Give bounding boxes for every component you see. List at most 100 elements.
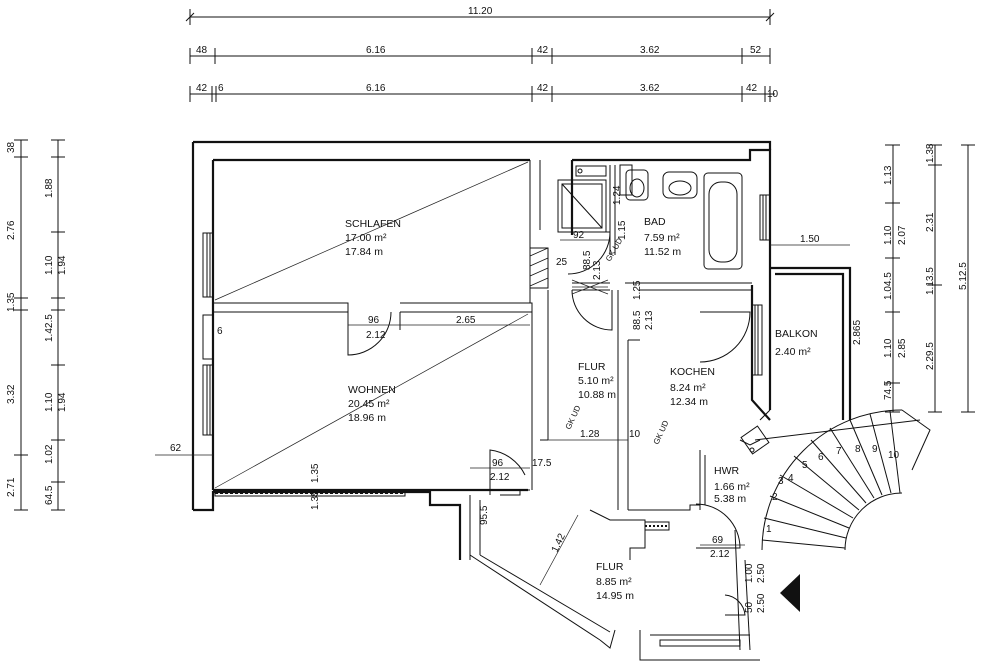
dim-right-285: 2.85 (897, 338, 908, 358)
dim-left-62: 62 (170, 443, 182, 454)
dim-left-38: 38 (6, 141, 17, 153)
room-area: 1.66 m² (714, 481, 750, 493)
room-schlafen: SCHLAFEN 17.00 m² 17.84 m (345, 218, 401, 258)
outer-walls (191, 140, 852, 560)
dim-bad-25: 25 (556, 257, 568, 268)
stair-step: 5 (802, 460, 808, 471)
stair-step: 8 (855, 444, 861, 455)
dim-door-entry-h: 2.12 (490, 472, 510, 483)
dim-diag-142: 1.42 (550, 532, 568, 555)
top-dimensions (185, 9, 775, 102)
dim-wohnen-6: 6 (217, 326, 223, 337)
dim-top-616: 6.16 (366, 45, 386, 56)
dim-top-48: 48 (196, 45, 208, 56)
dim-hwr-door-h: 2.12 (710, 549, 730, 560)
right-dim-labels: 1.13 1.38 1.10 2.07 2.31 1.04.5 1.13.5 5… (852, 143, 969, 400)
dim-flur-128: 1.28 (580, 429, 600, 440)
dim-top-42: 42 (537, 45, 549, 56)
room-name: BAD (644, 216, 666, 228)
dim-right-110a: 1.10 (883, 225, 894, 245)
room-area: 17.00 m² (345, 232, 387, 244)
dim-hwr-door: 69 (712, 535, 724, 546)
dim-left-276: 2.76 (6, 220, 17, 240)
dim-left-110a: 1.10 (44, 255, 55, 275)
stair-step: 7 (836, 446, 842, 457)
dim-right-2865: 2.865 (852, 320, 863, 345)
dim-stair-50: 50 (744, 601, 755, 613)
dim-left-645: 64.5 (44, 485, 55, 505)
dim-left-332: 3.32 (6, 384, 17, 404)
door-swings (347, 231, 751, 616)
room-perimeter: 18.96 m (348, 412, 386, 424)
interior-walls (213, 160, 771, 661)
dim-left-194b: 1.94 (57, 392, 68, 412)
dim-door-flur: 88.5 (582, 250, 593, 270)
dim-top-52: 52 (750, 45, 762, 56)
dim-door-flur-h: 2.13 (592, 260, 603, 280)
room-area: 5.10 m² (578, 375, 614, 387)
threshold-marks (571, 279, 609, 295)
washbasin (662, 171, 698, 199)
room-area: 7.59 m² (644, 232, 680, 244)
dim-right-110b: 1.10 (883, 338, 894, 358)
stair-step-numbers: 1 2 3 4 5 6 7 8 9 10 (766, 444, 900, 535)
dim-door-kochen-h: 2.13 (644, 310, 655, 330)
dim-stair-250: 2.50 (756, 563, 767, 583)
wall-type-labels: GK UD GK UD GK UD (564, 236, 671, 445)
dim-left-188: 1.88 (44, 178, 55, 198)
dim-stair-100: 1.00 (744, 563, 755, 583)
dim-entry-955: 95.5 (479, 505, 490, 525)
dim-right-2295: 2.29.5 (925, 342, 936, 370)
bathtub (703, 172, 743, 270)
room-name: FLUR (596, 561, 624, 573)
room-name: KOCHEN (670, 366, 715, 378)
room-perimeter: 11.52 m (644, 246, 681, 258)
room-name: WOHNEN (348, 384, 396, 396)
dim-flur-10: 10 (629, 429, 641, 440)
room-perimeter: 14.95 m (596, 590, 634, 602)
dim-left-135: 1.35 (6, 292, 17, 312)
stair-step: 4 (788, 473, 794, 484)
dim-right-1045: 1.04.5 (883, 272, 894, 300)
room-perimeter: 10.88 m (578, 389, 616, 401)
dim-bad-115: 1.15 (617, 220, 628, 240)
room-perimeter: 5.38 m (714, 493, 746, 505)
dim-sill-135b: 1.35 (310, 490, 321, 510)
room-bad: BAD 7.59 m² 11.52 m (644, 216, 681, 258)
room-name: FLUR (578, 361, 606, 373)
dim-left-102: 1.02 (44, 444, 55, 464)
room-name: SCHLAFEN (345, 218, 401, 230)
windows (202, 164, 771, 436)
dim-r3-616: 6.16 (366, 83, 386, 94)
dim-left-194a: 1.94 (57, 255, 68, 275)
left-dim-labels: 38 1.88 2.76 1.10 1.94 1.35 1.42.5 3.32 … (6, 141, 68, 505)
room-balkon: BALKON 2.40 m² (775, 328, 818, 358)
toilet (625, 169, 649, 201)
room-diagonals (214, 161, 529, 489)
room-flur-entry: FLUR 8.85 m² 14.95 m (596, 561, 634, 602)
dim-stair-250b: 2.50 (756, 593, 767, 613)
dim-r3-42b: 42 (537, 83, 549, 94)
dim-left-1425: 1.42.5 (44, 314, 55, 342)
stair-step: 10 (888, 450, 900, 461)
gk-label: GK UD (652, 419, 671, 446)
dim-r3-362: 3.62 (640, 83, 660, 94)
room-name: HWR (714, 465, 739, 477)
stair-step: 6 (818, 452, 824, 463)
dim-right-207: 2.07 (897, 225, 908, 245)
gk-label: GK UD (564, 404, 583, 431)
room-wohnen: WOHNEN 20.45 m² 18.96 m (348, 384, 396, 424)
window-sills (214, 247, 741, 647)
left-dimensions (14, 139, 65, 511)
dim-r3-42c: 42 (746, 83, 758, 94)
dim-door-bad: 92 (573, 230, 585, 241)
dim-right-745: 74.5 (883, 380, 894, 400)
dim-entry-175: 17.5 (532, 458, 552, 469)
inner-dimensions: 96 2.12 2.65 6 92 1.15 1.24 25 88.5 2.13… (155, 185, 850, 613)
dim-top-362: 3.62 (640, 45, 660, 56)
dim-r3-42a: 42 (196, 83, 208, 94)
dim-overall: 11.20 (468, 6, 493, 17)
dim-balkon-150: 1.50 (800, 234, 820, 245)
dim-r3-6: 6 (218, 83, 224, 94)
